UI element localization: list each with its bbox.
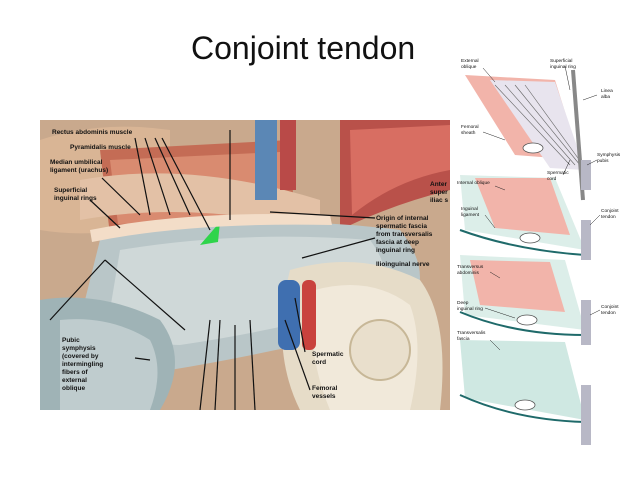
r-label-transversalis-2: fascia bbox=[457, 336, 470, 342]
panel-internal-oblique bbox=[459, 175, 591, 260]
r-label-symphysis-2: pubis bbox=[597, 158, 609, 164]
slide-title: Conjoint tendon bbox=[191, 30, 416, 66]
label-spermatic-1: Spermatic bbox=[312, 351, 344, 358]
label-origin-1: Origin of internal bbox=[376, 215, 429, 222]
label-origin-2: spermatic fascia bbox=[376, 223, 427, 230]
r-label-inguinal-2: ligament bbox=[461, 212, 480, 218]
label-pubic-3: (covered by bbox=[62, 353, 99, 360]
r-label-external-1: External bbox=[461, 58, 479, 64]
r-label-symphysis-1: Symphysis bbox=[597, 152, 621, 158]
r-label-inguinal-1: Inguinal bbox=[461, 206, 478, 212]
panel-external-oblique bbox=[465, 69, 591, 201]
label-anterior-2: super bbox=[430, 189, 448, 196]
r-label-superficial-1: Superficial bbox=[550, 58, 572, 64]
r-label-spermatic-1: Spermatic bbox=[547, 170, 569, 176]
abdominal-wall-layers-diagram: External oblique Superficial inguinal ri… bbox=[457, 58, 621, 445]
r-label-conjoint-1b: tendon bbox=[601, 214, 616, 220]
label-pubic-6: external bbox=[62, 377, 87, 384]
label-anterior-1: Anter bbox=[430, 181, 447, 188]
r-label-deep-1: Deep bbox=[457, 300, 469, 306]
r-label-transversus-2: abdominis bbox=[457, 270, 479, 276]
label-median-1: Median umbilical bbox=[50, 159, 103, 166]
r-label-deep-2: inguinal ring bbox=[457, 306, 483, 312]
r-label-conjoint-1a: Conjoint bbox=[601, 208, 619, 214]
r-label-femoral-2: sheath bbox=[461, 130, 476, 136]
label-pubic-4: intermingling bbox=[62, 361, 103, 368]
label-median-2: ligament (urachus) bbox=[50, 167, 108, 174]
panel-transversalis-fascia bbox=[459, 340, 591, 445]
panel-transversus bbox=[459, 255, 591, 345]
label-origin-4: fascia at deep bbox=[376, 239, 419, 246]
label-pubic-1: Pubic bbox=[62, 337, 80, 344]
r-label-transversus-1: Transversus bbox=[457, 264, 484, 270]
inguinal-anatomy-illustration: Rectus abdominis muscle Pyramidalis musc… bbox=[40, 120, 450, 410]
label-origin-5: inguinal ring bbox=[376, 247, 415, 254]
r-label-femoral-1: Femoral bbox=[461, 124, 479, 130]
label-anterior-3: iliac s bbox=[430, 197, 448, 204]
r-label-transversalis-1: Transversalis bbox=[457, 330, 486, 336]
label-pubic-2: symphysis bbox=[62, 345, 96, 352]
label-femoral-2: vessels bbox=[312, 393, 336, 400]
r-label-external-2: oblique bbox=[461, 64, 477, 70]
r-label-conjoint-2a: Conjoint bbox=[601, 304, 619, 310]
label-superficial-2: inguinal rings bbox=[54, 195, 97, 202]
r-label-internal: Internal oblique bbox=[457, 180, 490, 186]
label-spermatic-2: cord bbox=[312, 359, 326, 366]
r-label-conjoint-2b: tendon bbox=[601, 310, 616, 316]
label-origin-3: from transversalis bbox=[376, 231, 433, 238]
label-pyramidalis: Pyramidalis muscle bbox=[70, 144, 131, 151]
r-label-spermatic-2: cord bbox=[547, 176, 557, 182]
label-femoral-1: Femoral bbox=[312, 385, 337, 392]
r-label-linea-2: alba bbox=[601, 94, 610, 100]
label-pubic-7: oblique bbox=[62, 385, 85, 392]
r-label-superficial-2: inguinal ring bbox=[550, 64, 576, 70]
r-label-linea-1: Linea bbox=[601, 88, 613, 94]
label-ilioinguinal: Ilioinguinal nerve bbox=[376, 261, 430, 268]
label-rectus: Rectus abdominis muscle bbox=[52, 129, 133, 136]
label-pubic-5: fibers of bbox=[62, 369, 88, 376]
label-superficial-1: Superficial bbox=[54, 187, 87, 194]
